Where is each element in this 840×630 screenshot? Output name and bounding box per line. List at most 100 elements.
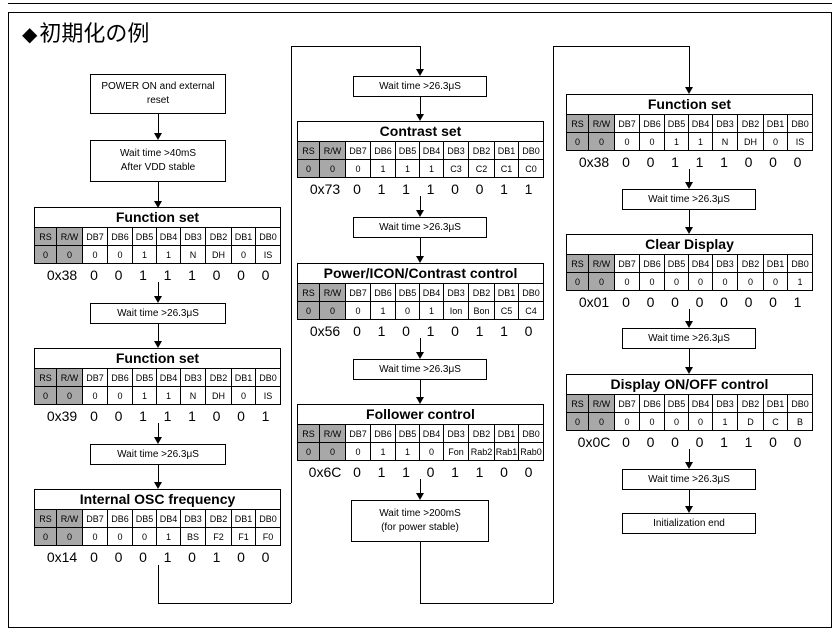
bit-value: 0 <box>793 154 802 170</box>
value-cell: 0 <box>319 159 346 178</box>
value-cell: 0 <box>588 412 615 431</box>
value-cell: 0 <box>566 272 589 291</box>
value-cell: D <box>737 412 764 431</box>
value-cell: C5 <box>494 301 519 320</box>
hex-value: 0x6C <box>308 464 342 480</box>
value-cell: 0 <box>107 386 133 405</box>
header-cell: DB6 <box>370 283 396 302</box>
register-title: Internal OSC frequency <box>34 489 281 509</box>
bit-value: 0 <box>695 294 704 310</box>
bit-value: 1 <box>451 464 459 480</box>
header-cell: DB6 <box>107 509 133 528</box>
header-cell: R/W <box>319 424 346 443</box>
header-cell: DB5 <box>132 227 157 246</box>
header-cell: DB3 <box>180 509 206 528</box>
value-cell: 0 <box>614 272 640 291</box>
header-cell: DB1 <box>494 141 519 160</box>
connector-line <box>158 602 291 604</box>
header-cell: DB4 <box>156 368 181 387</box>
wait-40ms-box: Wait time >40mS After VDD stable <box>90 140 226 182</box>
bit-value: 0 <box>622 294 630 310</box>
connector-line <box>157 565 159 603</box>
connector-arrow <box>685 227 693 234</box>
value-cell: 0 <box>319 442 346 461</box>
connector-line <box>157 282 159 297</box>
connector-line <box>419 338 421 353</box>
bit-value: 0 <box>451 323 459 339</box>
header-cell: RS <box>297 424 320 443</box>
header-cell: RS <box>297 283 320 302</box>
header-cell: DB5 <box>132 368 157 387</box>
value-cell: 1 <box>370 442 396 461</box>
bit-value: 1 <box>695 154 704 170</box>
bit-value: 1 <box>188 267 196 283</box>
bit-value: 1 <box>377 464 386 480</box>
bit-value: 0 <box>114 549 123 565</box>
header-cell: DB5 <box>664 394 689 413</box>
value-cell: 1 <box>688 132 713 151</box>
connector-arrow <box>416 256 424 263</box>
hex-value: 0x01 <box>578 294 610 310</box>
value-cell: 1 <box>419 159 444 178</box>
connector-line <box>419 238 421 257</box>
value-cell: 0 <box>712 272 738 291</box>
value-cell: Rab0 <box>518 442 544 461</box>
connector-line <box>419 479 421 494</box>
header-cell: DB2 <box>737 114 764 133</box>
value-cell: B <box>787 412 813 431</box>
header-cell: R/W <box>319 283 346 302</box>
bit-value: 0 <box>524 464 533 480</box>
header-cell: DB2 <box>205 368 232 387</box>
bit-value: 0 <box>451 181 459 197</box>
connector-arrow <box>154 341 162 348</box>
header-cell: DB3 <box>180 368 206 387</box>
header-cell: DB2 <box>468 283 495 302</box>
connector-line <box>688 169 690 183</box>
bit-value: 0 <box>769 154 777 170</box>
bit-value: 0 <box>695 434 704 450</box>
bit-value: 1 <box>139 267 147 283</box>
bit-value: 0 <box>237 267 245 283</box>
value-cell: 0 <box>737 272 764 291</box>
bit-value: 0 <box>353 181 361 197</box>
connector-line <box>688 449 690 463</box>
wait-box: Wait time >26.3μS <box>622 189 756 210</box>
bit-value: 1 <box>188 408 196 424</box>
header-cell: DB0 <box>518 141 544 160</box>
value-cell: 1 <box>132 245 157 264</box>
value-cell: C4 <box>518 301 544 320</box>
bit-value: 0 <box>475 181 484 197</box>
header-cell: DB7 <box>614 114 640 133</box>
value-cell: IS <box>787 132 813 151</box>
connector-line <box>419 46 421 70</box>
header-cell: DB3 <box>443 424 469 443</box>
header-cell: DB1 <box>494 424 519 443</box>
register-title: Function set <box>34 348 281 368</box>
value-cell: N <box>180 245 206 264</box>
power-on-box: POWER ON and external reset <box>90 74 226 114</box>
value-cell: 0 <box>56 386 83 405</box>
header-cell: DB6 <box>107 227 133 246</box>
connector-line <box>552 46 554 603</box>
bit-value: 1 <box>744 434 753 450</box>
header-cell: R/W <box>56 509 83 528</box>
value-cell: 1 <box>156 527 181 546</box>
bit-value: 0 <box>212 267 221 283</box>
wait-box: Wait time >26.3μS <box>353 359 487 380</box>
value-cell: F2 <box>205 527 232 546</box>
bit-value: 1 <box>720 434 728 450</box>
value-cell: 0 <box>588 132 615 151</box>
connector-line <box>157 324 159 342</box>
value-cell: 0 <box>107 527 133 546</box>
bit-value: 0 <box>114 267 123 283</box>
top-rule <box>8 3 832 4</box>
header-cell: DB1 <box>763 114 788 133</box>
value-cell: IS <box>255 245 281 264</box>
connector-line <box>157 182 159 202</box>
header-cell: DB4 <box>688 254 713 273</box>
